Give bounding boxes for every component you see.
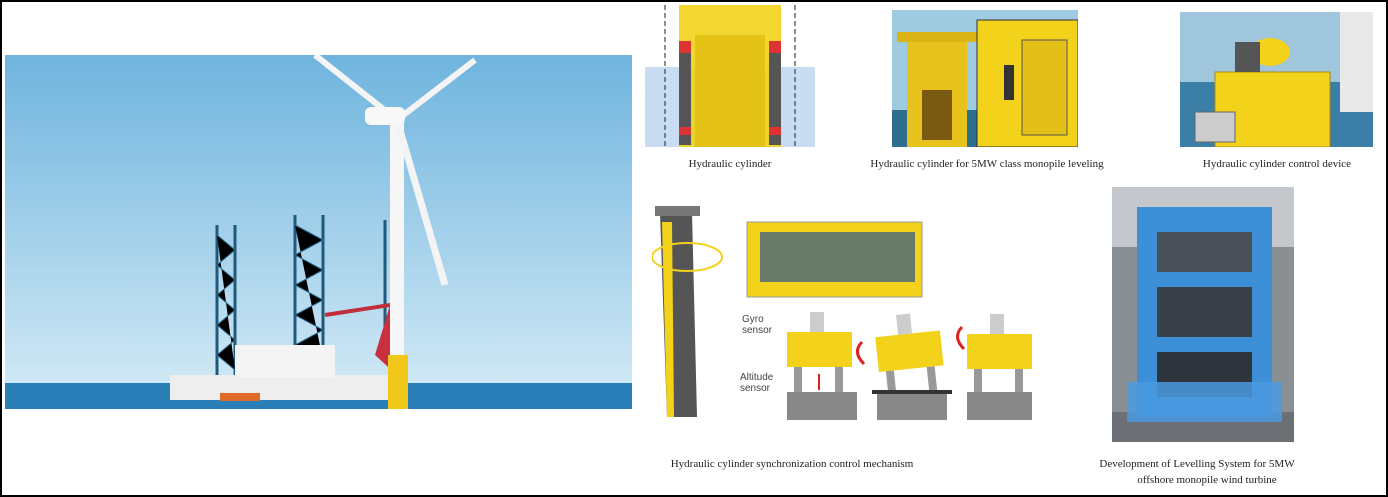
caption-levelling-system-1: Development of Levelling System for 5MW: [1099, 458, 1295, 470]
offshore-wind-turbine-photo: [5, 55, 632, 409]
caption-levelling-system-2: offshore monopile wind turbine: [1137, 474, 1277, 486]
sync-control-diagram: Gyro sensor Altitude sensor: [652, 202, 1032, 422]
monopile-leveling-render: [892, 10, 1078, 147]
levelling-system-photo: [1112, 187, 1294, 442]
caption-sync-mechanism: Hydraulic cylinder synchronization contr…: [670, 458, 914, 470]
hydraulic-cylinder-diagram: [645, 5, 815, 147]
caption-5mw-leveling: Hydraulic cylinder for 5MW class monopil…: [870, 158, 1104, 170]
caption-hydraulic-cylinder: Hydraulic cylinder: [688, 158, 772, 170]
caption-control-device: Hydraulic cylinder control device: [1202, 158, 1352, 170]
altitude-sensor-label: Altitude sensor: [740, 372, 774, 394]
gyro-sensor-label: Gyro sensor: [742, 314, 773, 336]
control-device-photo: [1180, 12, 1373, 147]
sensor-step-1: [787, 312, 857, 420]
